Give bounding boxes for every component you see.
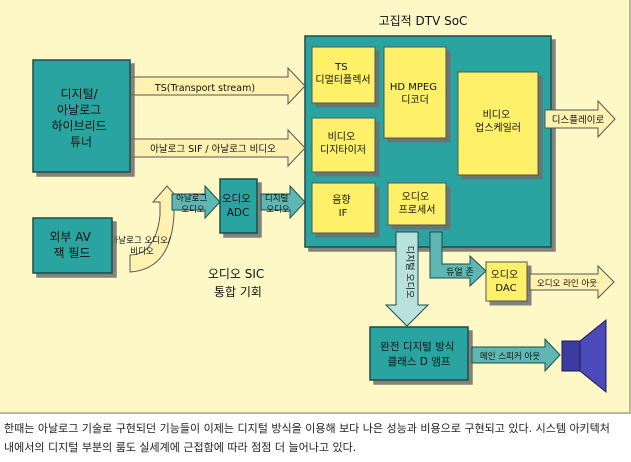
- analog-audio-in-label: 아날로그 오디오: [176, 193, 210, 215]
- ts-stream-arrow: [129, 66, 306, 106]
- analog-audio-video-label: 아날로그 오디오/ 비디오: [110, 235, 173, 257]
- sound-if-box: [311, 182, 376, 234]
- audio-dac-box: [485, 261, 528, 302]
- audio-processor-box: [387, 182, 447, 226]
- caption-line-2: 내에서의 디지털 부분의 룸도 실세계에 근접함에 따라 점점 더 늘어나고 있…: [4, 441, 357, 454]
- ts-demux-box: [311, 46, 376, 104]
- display-arrow: [544, 99, 616, 139]
- caption-line-1: 한때는 아날로그 기술로 구현되던 기능들이 이제는 디지털 방식을 이용해 보…: [4, 422, 610, 435]
- tuner-label: 디지털/ 아날로그 하이브리드 튜너: [51, 87, 110, 149]
- dual-zone-arrow: [429, 231, 487, 288]
- audio-line-out-label: 오디오 라인 아웃: [537, 278, 597, 289]
- audio-processor-label: 오디오 프로세서: [399, 191, 436, 216]
- video-scaler-label: 비디오 업스케일러: [475, 109, 521, 134]
- audio-dac-label: 오디오 DAC: [491, 269, 522, 294]
- ts-demux-label: TS 디멀티플렉서: [315, 62, 370, 86]
- dtv-soc-diagram: 고집적 DTV SoC TS(Transport stream) 아날로그 SI…: [32, 14, 616, 394]
- audio-line-out-arrow: [529, 264, 615, 300]
- av-jack-box: [32, 217, 113, 274]
- hd-mpeg-label: HD MPEG 디코더: [390, 82, 440, 106]
- display-label: 디스플레이로: [552, 115, 605, 126]
- video-scaler-box: [457, 71, 539, 176]
- analog-sif-label: 아날로그 SIF / 아날로그 비디오: [150, 144, 276, 155]
- class-d-amp-label: 완전 디지털 방식 클래스 D 앰프: [380, 340, 458, 368]
- figure-caption: 한때는 아날로그 기술로 구현되던 기능들이 이제는 디지털 방식을 이용해 보…: [4, 419, 629, 457]
- soc-title: 고집적 DTV SoC: [379, 14, 468, 28]
- analog-audio-arrow: [171, 184, 221, 220]
- digital-audio-down-arrow: [384, 231, 430, 327]
- ts-stream-label: TS(Transport stream): [154, 83, 255, 94]
- main-speaker-out-label: 메인 스피커 아웃: [480, 351, 540, 362]
- main-speaker-out-arrow: [471, 337, 561, 373]
- digital-audio-arrow: [260, 184, 306, 220]
- audio-adc-box: [219, 178, 258, 234]
- speaker-icon: [561, 318, 607, 394]
- tuner-box: [32, 59, 131, 173]
- class-d-amp-box: [369, 326, 469, 381]
- hd-mpeg-box: [383, 46, 447, 139]
- sound-if-label: 음향 IF: [332, 194, 354, 219]
- av-jack-label: 외부 AV 잭 필드: [49, 230, 94, 260]
- dual-zone-label: 듀얼 존: [446, 267, 474, 278]
- audio-adc-label: 오디오 ADC: [222, 193, 254, 219]
- video-digitizer-box: [311, 117, 376, 173]
- digital-audio-label: 디지털 오디오: [265, 193, 291, 215]
- audio-sic-label: 오디오 SIC 통합 기회: [208, 267, 268, 299]
- digital-audio-vertical-label: 디지털 오디오: [404, 246, 416, 299]
- video-digitizer-label: 비디오 디지타이저: [320, 131, 366, 156]
- analog-sif-arrow: [129, 128, 306, 168]
